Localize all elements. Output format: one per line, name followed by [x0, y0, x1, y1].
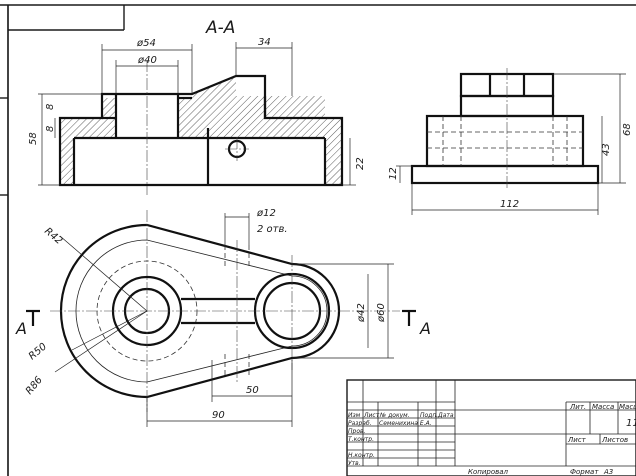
dim-50: 50 [246, 385, 259, 396]
dim-43: 43 [601, 143, 612, 156]
section-mark-left-label: A [15, 319, 27, 338]
tb-list: Лист [363, 412, 380, 419]
dim-112: 112 [500, 199, 519, 210]
tb-sheets: Листов [601, 436, 628, 444]
plan-outer-contour [59, 223, 341, 399]
dim-12: 12 [388, 167, 399, 180]
dim-90: 90 [212, 410, 225, 421]
tb-izm: Изм [348, 412, 361, 419]
section-mark-left: A [15, 309, 40, 338]
tb-copied: Копировал [468, 468, 509, 476]
section-mark-right-label: A [419, 319, 431, 338]
dim-d54: ø54 [136, 38, 156, 49]
tb-header-scale: Масшт. [619, 403, 636, 411]
section-view-a-a: A-A ø54 ø40 34 58 [28, 18, 366, 195]
tb-doc-no: № докум. [379, 412, 410, 419]
plan-view: R42 ø12 2 отв. R50 R86 ø42 ø60 50 90 A [15, 208, 431, 427]
section-mark-right: A [402, 309, 431, 338]
title-block: Изм Лист № докум. Подп. Дата Разраб. Про… [346, 379, 636, 476]
tb-role-check: Пров. [348, 428, 366, 435]
tb-role-approve: Утв. [348, 460, 361, 467]
dim-8: 8 [45, 126, 56, 132]
dim-58: 58 [28, 132, 39, 145]
tb-role-ncontrol: Н.контр. [348, 452, 375, 459]
drawing-frame [0, 4, 636, 476]
dim-hole-12: ø12 [256, 208, 276, 219]
dim-34: 34 [258, 37, 271, 48]
dim-r42: R42 [42, 226, 64, 247]
tb-format-value: A3 [603, 468, 613, 476]
tb-date: Дата [437, 412, 454, 419]
tb-header-lit: Лит. [569, 403, 586, 411]
tb-header-mass: Масса [592, 403, 614, 411]
side-view: 112 68 43 12 [388, 68, 633, 215]
tb-format-label: Формат [570, 468, 599, 476]
section-hatch-left [60, 98, 116, 185]
dim-22: 22 [355, 157, 366, 170]
section-outline [58, 74, 344, 187]
dim-d60: ø60 [376, 303, 387, 323]
dim-8b: 8 [45, 104, 56, 110]
dim-r86: R86 [24, 375, 45, 397]
tb-role-tcontrol: Т.контр. [348, 436, 374, 443]
tb-role-develop: Разраб. [348, 420, 372, 427]
dim-r50: R50 [27, 341, 49, 362]
tb-sheet: Лист [567, 436, 587, 444]
tb-author: Семенихина Е.А. [379, 420, 432, 427]
dim-d42: ø42 [356, 303, 367, 323]
dim-68: 68 [622, 123, 633, 136]
tb-sign: Подп. [420, 412, 438, 419]
dim-2-holes: 2 отв. [257, 224, 288, 235]
tb-value-11: 11 [626, 418, 636, 429]
section-title: A-A [205, 18, 235, 38]
dim-d40: ø40 [137, 55, 157, 66]
